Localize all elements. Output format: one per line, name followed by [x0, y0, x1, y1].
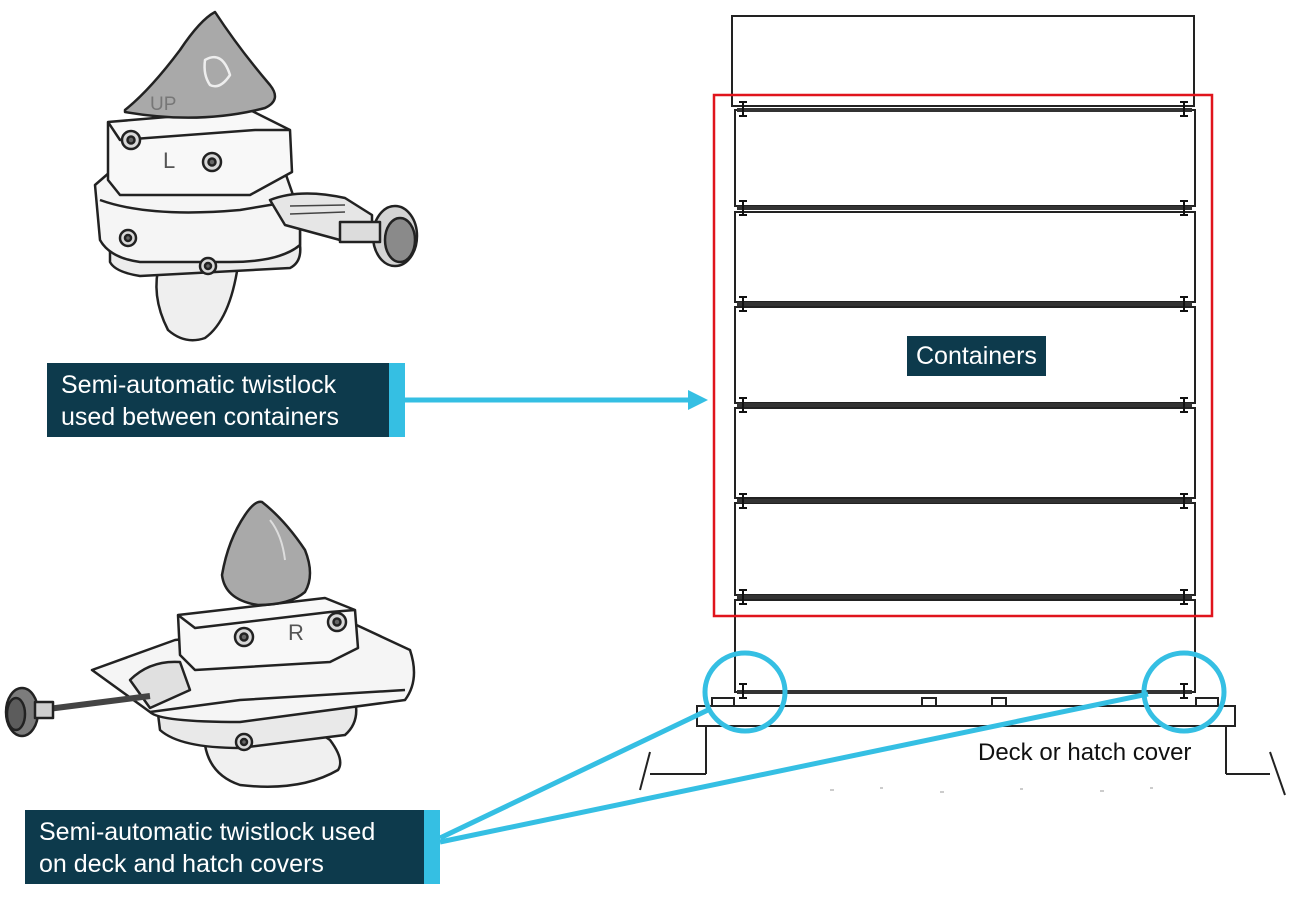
containers-highlight-frame — [712, 93, 1214, 618]
deck-speckle — [830, 787, 1153, 793]
twistlock-between-containers-label: Semi-automatic twistlock used between co… — [47, 363, 405, 437]
label-line: used between containers — [61, 403, 339, 431]
twistlock-illustration — [93, 10, 419, 342]
container-rows — [734, 109, 1196, 693]
deck-label: Deck or hatch cover — [978, 739, 1192, 766]
corner-locks — [739, 101, 1188, 699]
container-top — [731, 15, 1195, 107]
deck-corner-highlights — [702, 650, 1227, 734]
upper-lock-up-mark: UP — [150, 94, 176, 115]
lower-lock-r-mark: R — [288, 620, 304, 645]
connectors — [405, 397, 1149, 845]
deck-corner-circle-left — [702, 650, 788, 734]
deck-corner-circle-right — [1141, 650, 1227, 734]
twistlock-deck-label: Semi-automatic twistlock used on deck an… — [25, 810, 440, 884]
twistlock-illustration — [4, 500, 416, 788]
upper-lock-l-mark: L — [163, 148, 175, 173]
label-line: Semi-automatic twistlock used — [39, 818, 376, 846]
arrow-head-icon — [688, 390, 708, 410]
label-line: on deck and hatch covers — [39, 850, 324, 878]
label-line: Semi-automatic twistlock — [61, 371, 337, 399]
label-accent-bar — [424, 810, 440, 884]
connector-right-corner — [439, 691, 1149, 845]
label-accent-bar — [389, 363, 405, 437]
containers-label: Containers — [907, 336, 1046, 376]
container-rails — [737, 108, 1192, 694]
connector-left-corner — [438, 707, 710, 841]
container-stack-illustration — [639, 15, 1286, 796]
